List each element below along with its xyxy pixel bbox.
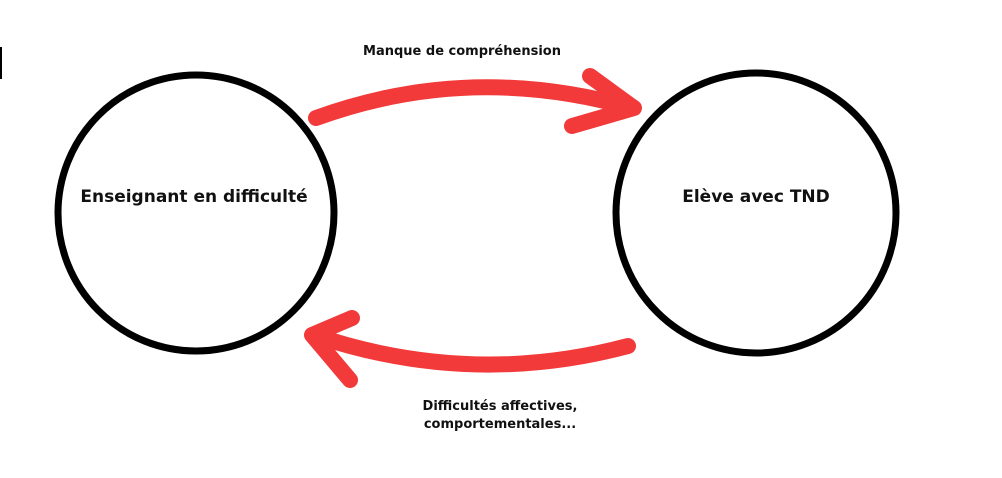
arrow-bottom-right-to-left [304, 310, 636, 388]
arrow-top-head [564, 68, 642, 134]
node-label-student: Elève avec TND [682, 187, 830, 207]
arrow-bottom-shaft [306, 327, 636, 373]
arrow-bottom-head [304, 310, 360, 388]
arrow-top-shaft [308, 79, 640, 126]
arrow-top-left-to-right [308, 68, 642, 134]
edge-label-bottom-line2: comportementales... [423, 417, 577, 432]
edge-label-bottom: Difficultés affectives, comportementales… [350, 398, 650, 434]
node-label-teacher: Enseignant en difficulté [80, 187, 308, 207]
left-edge-mark [0, 47, 2, 79]
node-circle-teacher [54, 71, 338, 355]
edge-label-bottom-line1: Difficultés affectives, [422, 399, 578, 414]
edge-label-top: Manque de compréhension [363, 44, 561, 59]
node-circle-student [612, 69, 900, 357]
